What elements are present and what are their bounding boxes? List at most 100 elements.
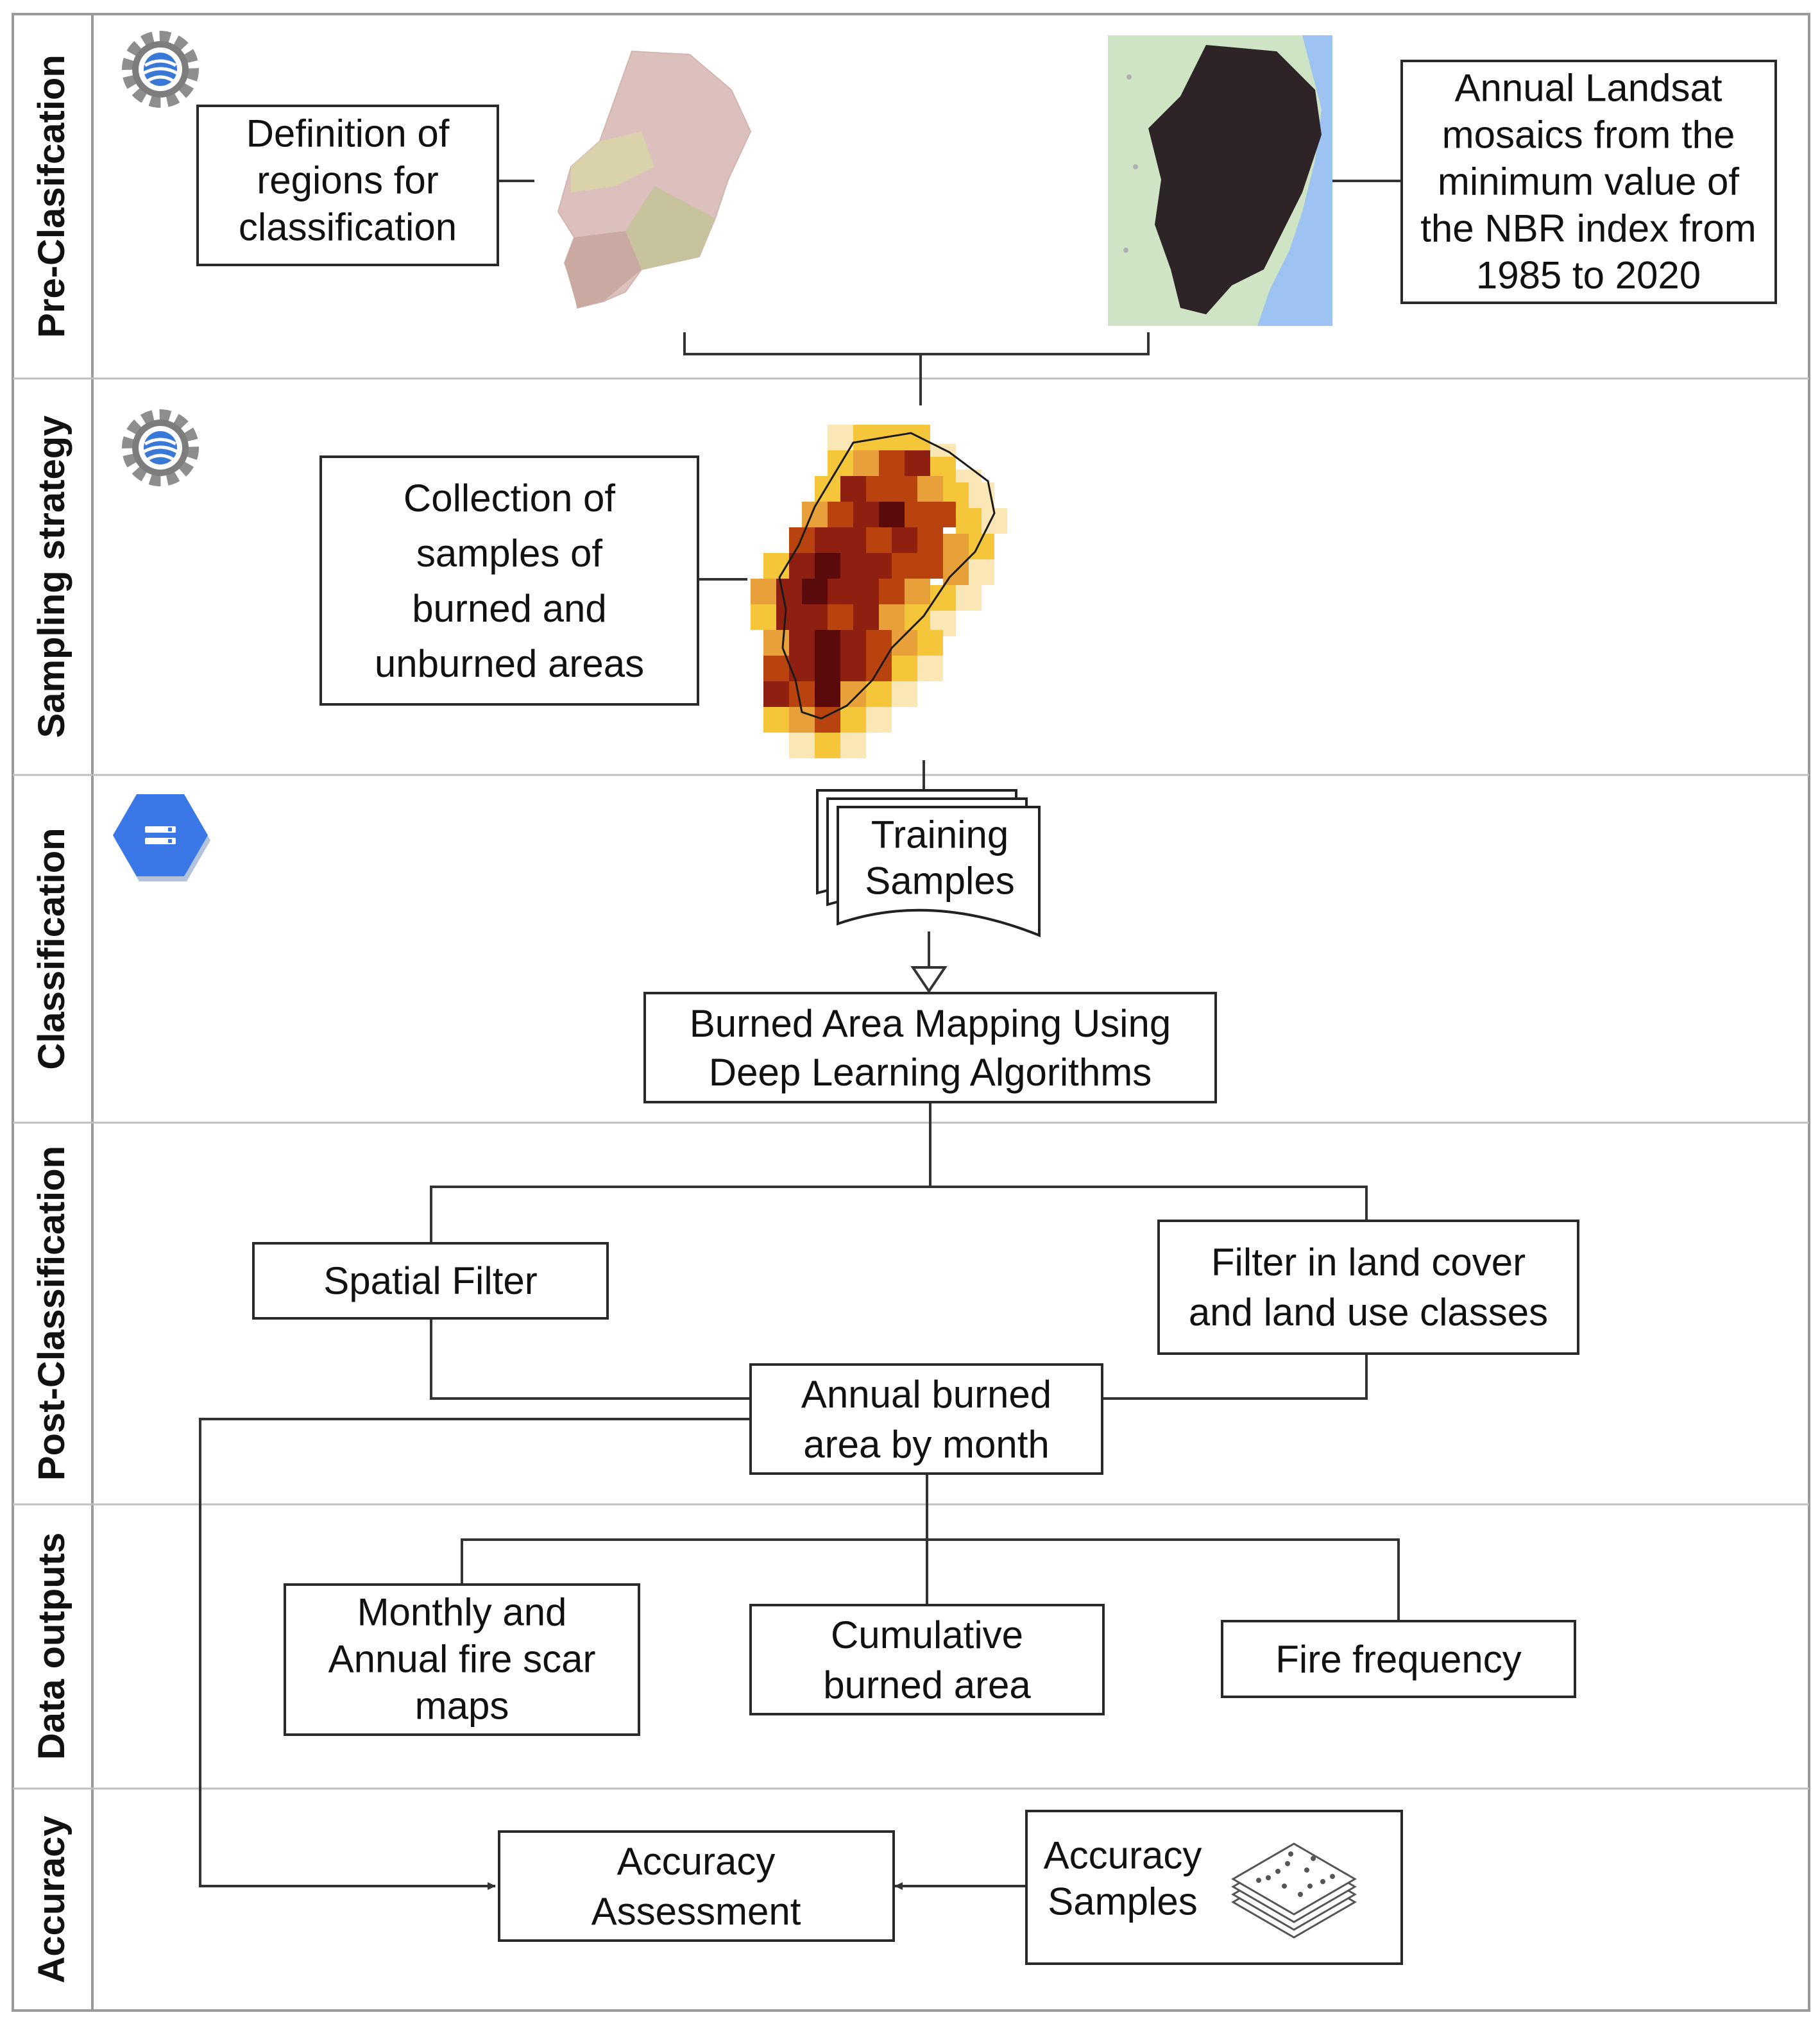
heatmap-cell — [892, 527, 917, 553]
heatmap-cell — [905, 579, 930, 604]
heatmap-cell — [956, 585, 982, 611]
label-line: Burned Area Mapping Using — [690, 1002, 1171, 1045]
heatmap-cell — [917, 527, 943, 553]
label-line: Monthly and — [357, 1591, 567, 1634]
label-line: Annual Landsat — [1454, 67, 1722, 110]
label-line: minimum value of — [1438, 160, 1739, 203]
label-line: Accuracy — [1044, 1833, 1202, 1876]
heatmap-cell — [789, 656, 815, 681]
connector-bracket — [683, 332, 1150, 355]
heatmap-cell — [917, 656, 943, 681]
label-line: Annual fire scar — [328, 1638, 596, 1681]
connector-annual-to-assessment — [199, 1418, 751, 1890]
box-cumulative — [749, 1604, 1105, 1715]
label-frequency: Fire frequency — [1275, 1638, 1522, 1681]
heatmap-cell — [840, 656, 866, 681]
heatmap-cell — [879, 604, 905, 630]
heatmap-cell — [866, 476, 892, 502]
heatmap-cell — [866, 527, 892, 553]
lane-title-pre-classification: Pre-Clasifcation — [31, 55, 72, 338]
regions-map-image — [557, 50, 752, 309]
heatmap-cell — [776, 604, 802, 630]
heatmap-cell — [815, 527, 840, 553]
heatmap-cell — [828, 502, 853, 527]
heatmap-cell — [853, 425, 879, 450]
heatmap-cell — [905, 604, 930, 630]
connector-outputs-bus — [461, 1538, 1400, 1621]
label-line: Cumulative — [831, 1613, 1023, 1656]
label-line: the NBR index from — [1420, 207, 1756, 250]
heatmap-cell — [892, 553, 917, 579]
heatmap-cell — [840, 476, 866, 502]
box-accuracy-assessment — [498, 1830, 895, 1942]
landsat-mosaic-image — [1108, 35, 1332, 326]
label-line: Training — [871, 813, 1009, 856]
heatmap-cell — [956, 508, 982, 534]
heatmap-cell — [879, 502, 905, 527]
label-line: burned and — [412, 587, 607, 630]
heatmap-cell — [853, 579, 879, 604]
heatmap-cell — [892, 476, 917, 502]
heatmap-cell — [840, 707, 866, 733]
heatmap-cell — [789, 527, 815, 553]
heatmap-cell — [815, 681, 840, 707]
box-landsat — [1400, 60, 1777, 304]
heatmap-cell — [853, 604, 879, 630]
box-monthly-maps — [284, 1583, 640, 1736]
heatmap-cell — [943, 534, 969, 559]
heatmap-cell — [789, 630, 815, 656]
training-samples-document — [816, 789, 1041, 937]
heatmap-cell — [930, 502, 956, 527]
heatmap-cell — [802, 579, 828, 604]
heatmap-cell — [866, 630, 892, 656]
heatmap-cell — [892, 681, 917, 707]
heatmap-cell — [763, 656, 789, 681]
heatmap-cell — [853, 502, 879, 527]
label-line: Samples — [865, 860, 1014, 903]
heatmap-cell — [815, 733, 840, 758]
heatmap-cell — [866, 553, 892, 579]
heatmap-cell — [763, 553, 789, 579]
heatmap-cell — [840, 527, 866, 553]
label-line: Deep Learning Algorithms — [709, 1051, 1152, 1094]
heatmap-cell — [840, 630, 866, 656]
label-line: classification — [239, 206, 457, 249]
lane-title-data-outputs: Data outputs — [31, 1533, 72, 1760]
box-mapping — [643, 992, 1217, 1103]
heatmap-cell — [840, 553, 866, 579]
box-landcover-filter — [1157, 1220, 1579, 1355]
stacked-sample-layers-icon — [1231, 1842, 1357, 1939]
heatmap-cell — [866, 681, 892, 707]
heatmap-cell — [866, 707, 892, 733]
cloud-compute-hexagon-icon — [113, 794, 210, 881]
heatmap-cell — [879, 450, 905, 476]
heatmap-cell — [969, 559, 994, 585]
box-fire-frequency — [1221, 1620, 1576, 1698]
box-collection — [319, 455, 699, 706]
heatmap-cell — [828, 604, 853, 630]
heatmap-cell — [789, 681, 815, 707]
heatmap-cell — [789, 733, 815, 758]
connector-split-filters — [430, 1186, 1368, 1243]
box-annual-burned — [749, 1363, 1103, 1475]
label-line: unburned areas — [375, 642, 644, 685]
connector-spatial-to-annual — [430, 1317, 751, 1400]
heatmap-cell — [930, 585, 956, 611]
label-line: samples of — [416, 532, 602, 575]
heatmap-cell — [853, 450, 879, 476]
label-line: Collection of — [404, 477, 616, 520]
heatmap-cell — [828, 425, 853, 450]
label-line: regions for — [257, 159, 438, 202]
label-line: Fire frequency — [1275, 1638, 1522, 1681]
earth-engine-gear-icon — [122, 31, 199, 108]
